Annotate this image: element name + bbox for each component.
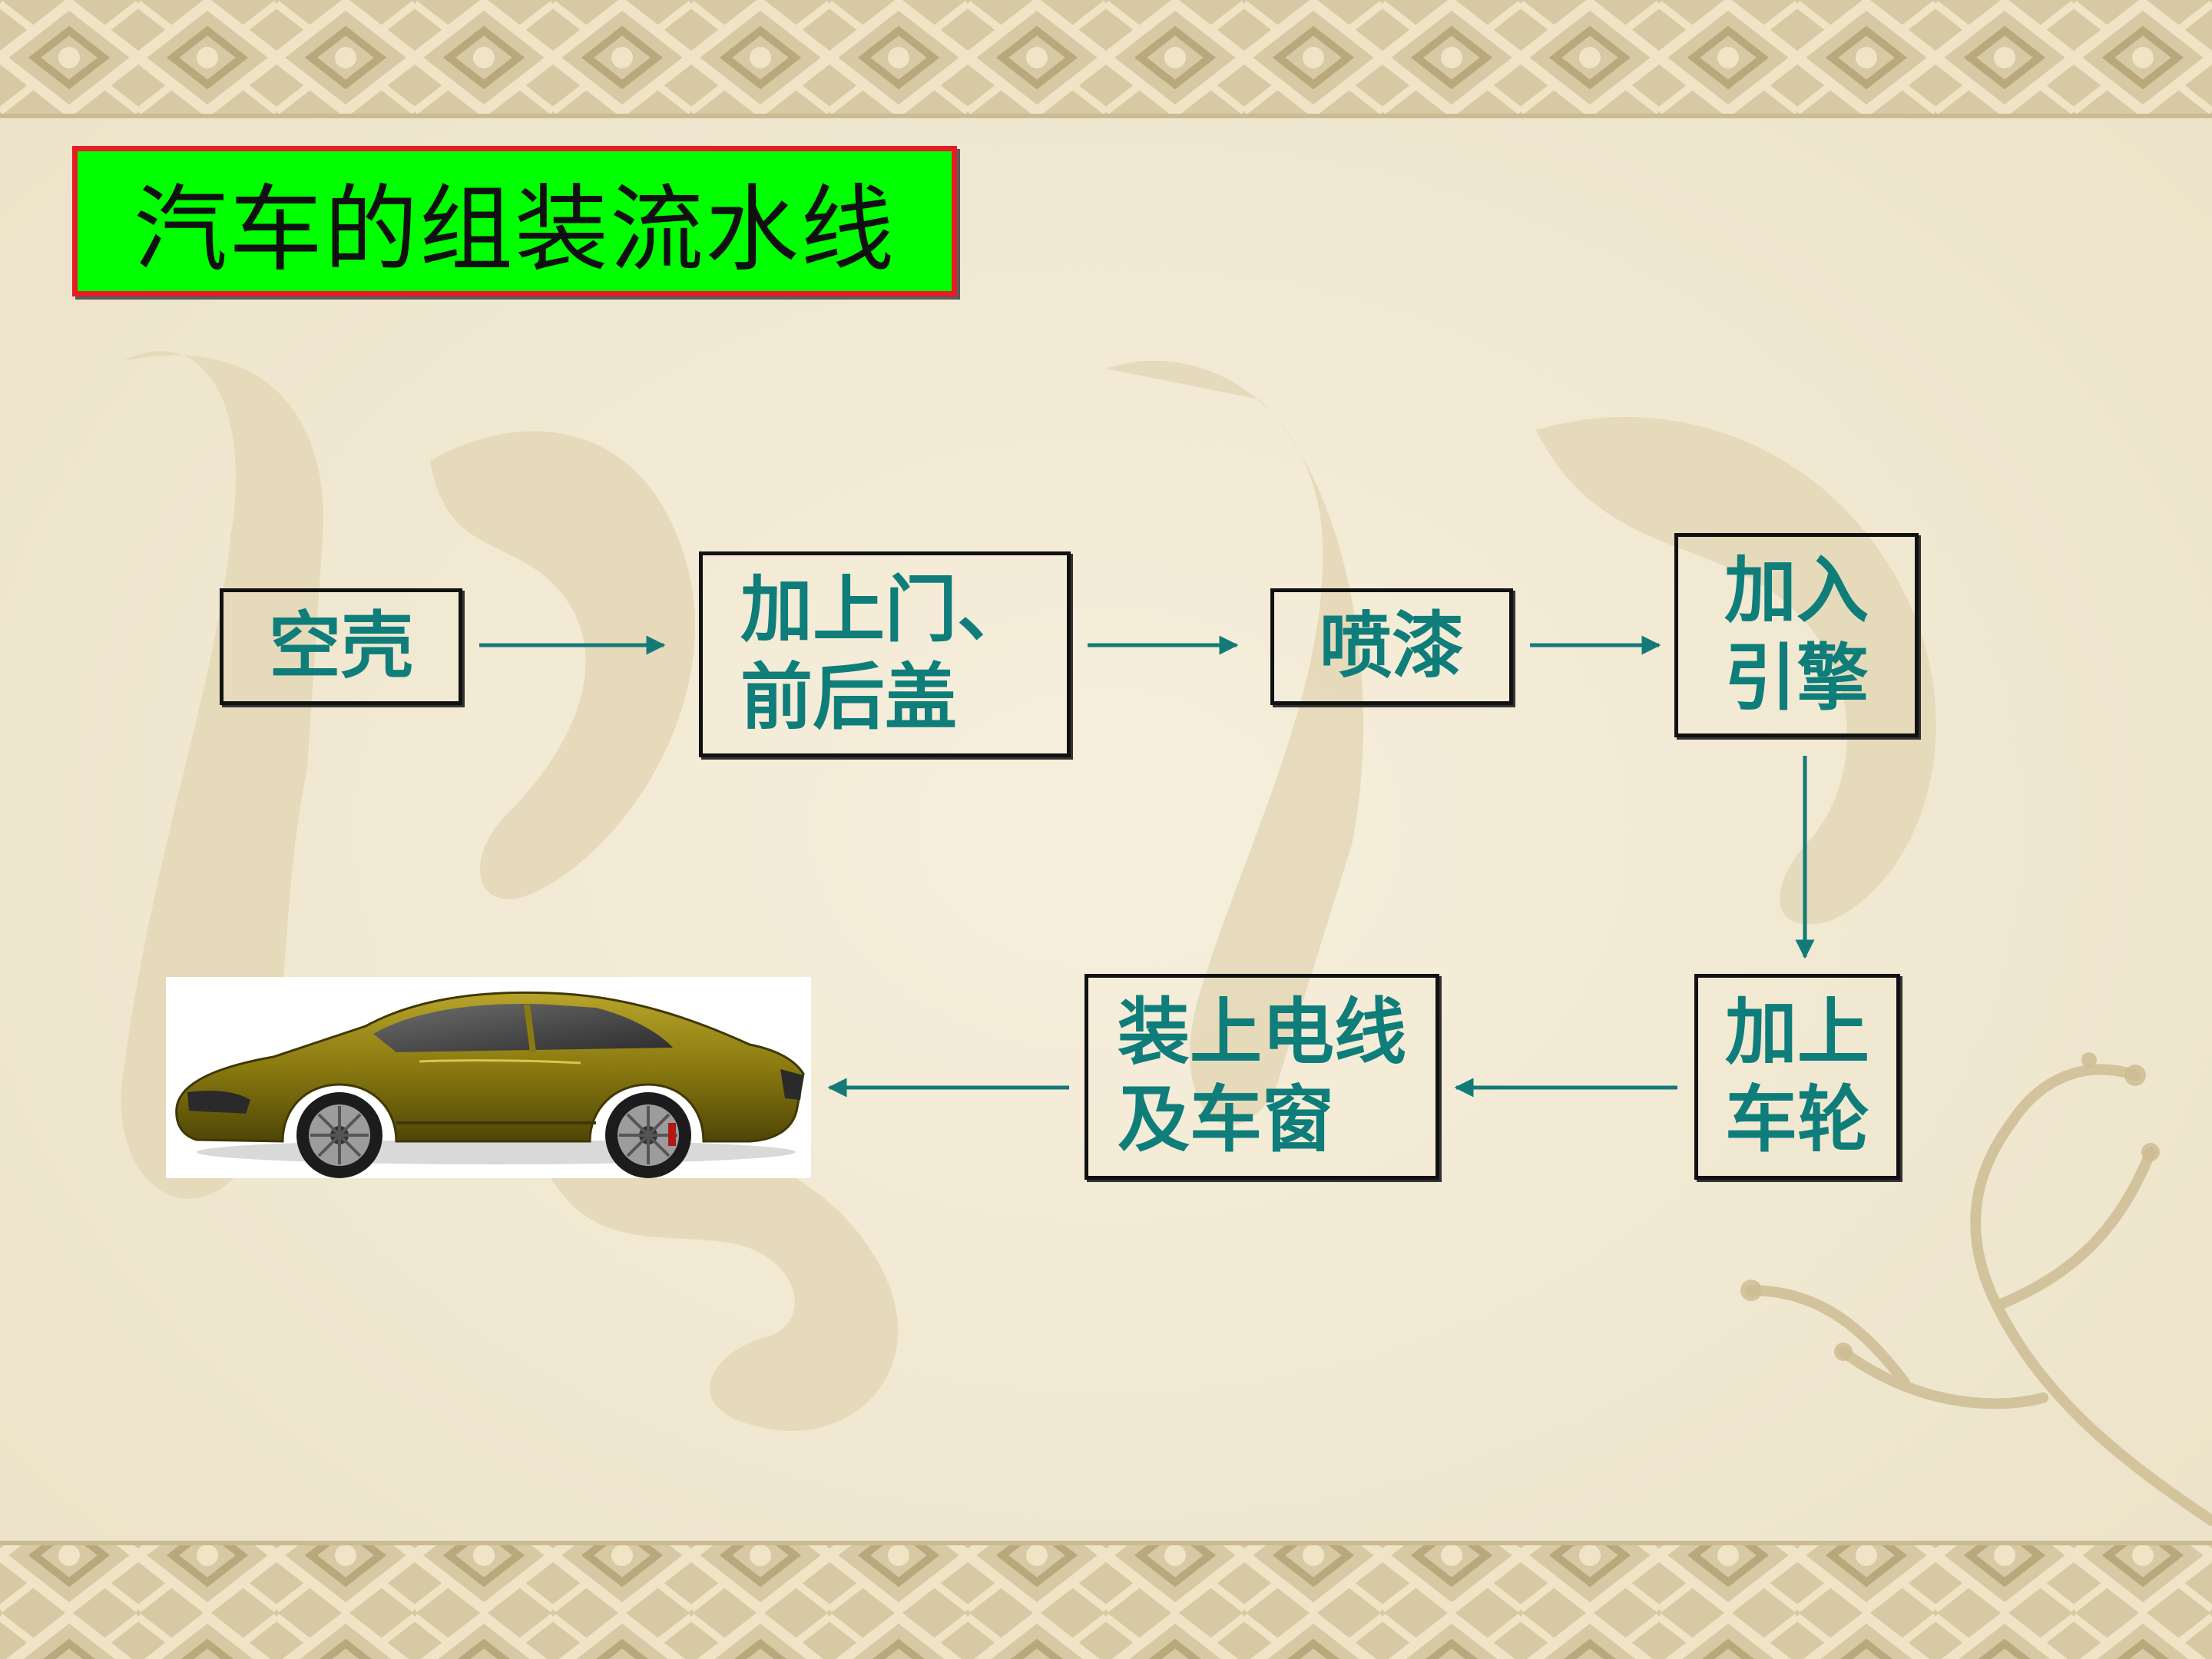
page-title-text: 汽车的组装流水线: [134, 174, 896, 284]
step-doors-covers: 加上门、 前后盖: [699, 551, 1071, 757]
step-wheels: 加上 车轮: [1694, 974, 1900, 1180]
step-empty-shell: 空壳: [220, 588, 462, 705]
step-painting: 喷漆: [1270, 588, 1513, 705]
step-engine: 加入 引擎: [1674, 533, 1919, 737]
step-wheels-label: 加上 车轮: [1724, 991, 1869, 1162]
step-painting-label: 喷漆: [1319, 604, 1464, 688]
page-title: 汽车的组装流水线: [72, 146, 957, 296]
step-engine-label: 加入 引擎: [1724, 549, 1869, 720]
step-wiring-windows: 装上电线 及车窗: [1084, 974, 1439, 1180]
step-wiring-windows-label: 装上电线 及车窗: [1117, 991, 1406, 1162]
sports-car-image: [166, 977, 811, 1178]
step-empty-shell-label: 空壳: [268, 604, 413, 688]
step-doors-covers-label: 加上门、 前后盖: [740, 568, 1029, 740]
